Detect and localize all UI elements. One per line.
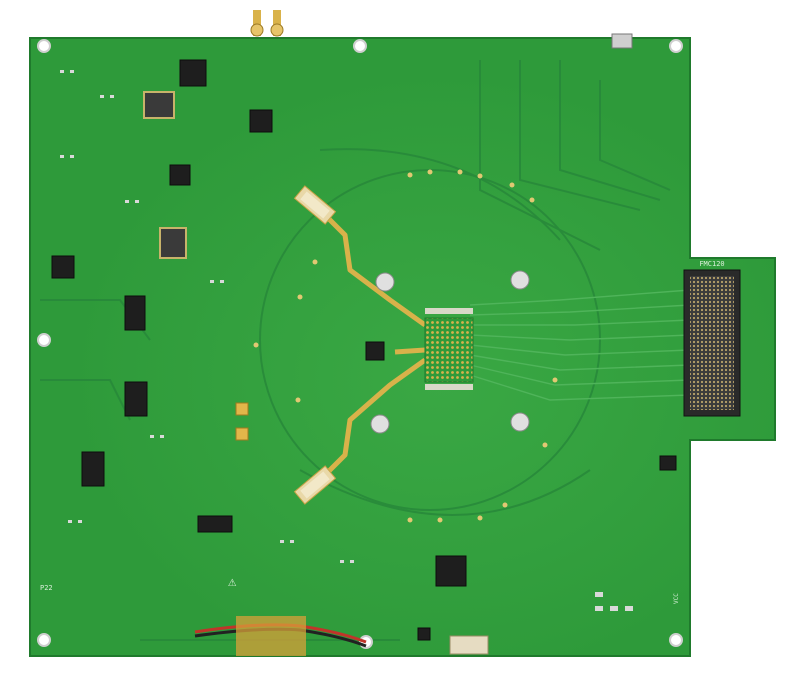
high-speed-traces — [469, 289, 691, 401]
sma-connector — [250, 10, 264, 37]
kapton-tape — [236, 616, 306, 656]
bottom-header-connector — [449, 635, 489, 655]
bga-pad-row-bottom — [425, 384, 473, 390]
recycle-symbol: ⚠ — [228, 574, 237, 590]
center-bga-package — [424, 317, 474, 383]
micro-usb-connector — [611, 33, 633, 49]
side-label: VCC — [673, 593, 680, 604]
crystal-oscillators — [143, 91, 187, 259]
fmc-label: FMC120 — [699, 260, 724, 268]
rf-traces — [318, 208, 427, 482]
passive-components — [60, 70, 633, 611]
via-ring — [253, 169, 558, 523]
test-points — [235, 402, 249, 441]
bga-pad-row-top — [425, 308, 473, 314]
corner-label: P22 — [40, 584, 53, 592]
pcb-board — [29, 37, 776, 657]
balun-bottom — [293, 465, 337, 505]
balun-top — [293, 185, 337, 225]
mounting-holes — [37, 39, 683, 649]
sma-connector — [270, 10, 284, 37]
fmc-mezzanine-connector — [683, 269, 741, 417]
ic-packages — [51, 59, 677, 641]
standoffs — [370, 270, 530, 434]
